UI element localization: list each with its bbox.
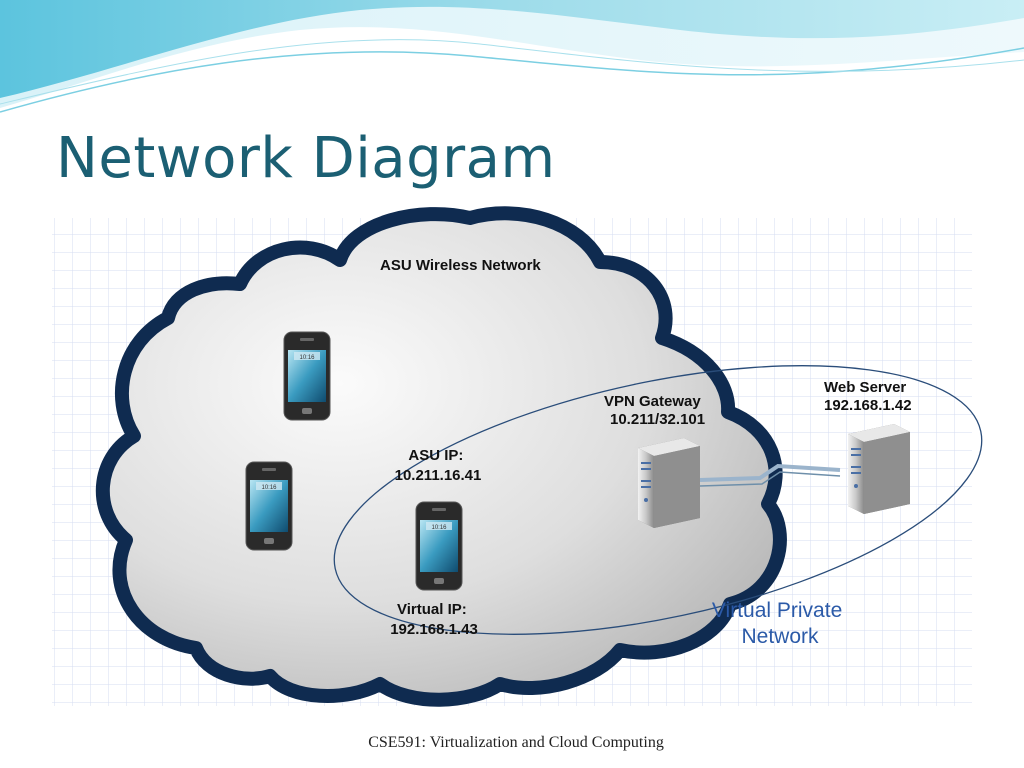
web-server-label: Web Server 192.168.1.42 <box>824 379 912 414</box>
cloud-shape <box>96 206 787 707</box>
vpn-gateway-title: VPN Gateway <box>604 393 701 410</box>
slide-footer: CSE591: Virtualization and Cloud Computi… <box>368 734 664 751</box>
virtual-ip-value: 192.168.1.43 <box>390 621 478 638</box>
phone-left-time: 10:16 <box>261 485 277 491</box>
header-wave <box>0 0 1024 113</box>
web-server-title: Web Server <box>824 379 906 396</box>
virtual-ip-label: Virtual IP: 192.168.1.43 <box>390 601 478 638</box>
cloud-label: ASU Wireless Network <box>380 257 541 274</box>
vpn-network-label: Virtual Private Network <box>712 599 848 648</box>
vpn-gateway-server-icon <box>638 438 700 528</box>
asu-ip-label: ASU IP: 10.211.16.41 <box>395 447 482 484</box>
phone-top-time: 10:16 <box>299 355 315 361</box>
virtual-ip-title: Virtual IP: <box>397 601 467 618</box>
asu-ip-title: ASU IP: <box>408 447 463 464</box>
web-server-value: 192.168.1.42 <box>824 397 912 414</box>
phone-vpn-client: 10:16 <box>415 501 463 591</box>
vpn-network-line1: Virtual Private <box>712 599 842 622</box>
asu-ip-value: 10.211.16.41 <box>395 467 482 484</box>
web-server-icon <box>848 424 910 514</box>
slide-title: Network Diagram <box>56 126 556 191</box>
phone-left: 10:16 <box>245 461 293 551</box>
vpn-gateway-value: 10.211/32.101 <box>610 411 705 428</box>
vpn-gateway-label: VPN Gateway 10.211/32.101 <box>604 393 705 428</box>
vpn-ellipse <box>333 365 983 635</box>
phone-top: 10:16 <box>283 331 331 421</box>
vpn-network-line2: Network <box>741 625 819 648</box>
gateway-server-link <box>699 463 841 482</box>
phone-vpn-client-time: 10:16 <box>431 525 447 531</box>
